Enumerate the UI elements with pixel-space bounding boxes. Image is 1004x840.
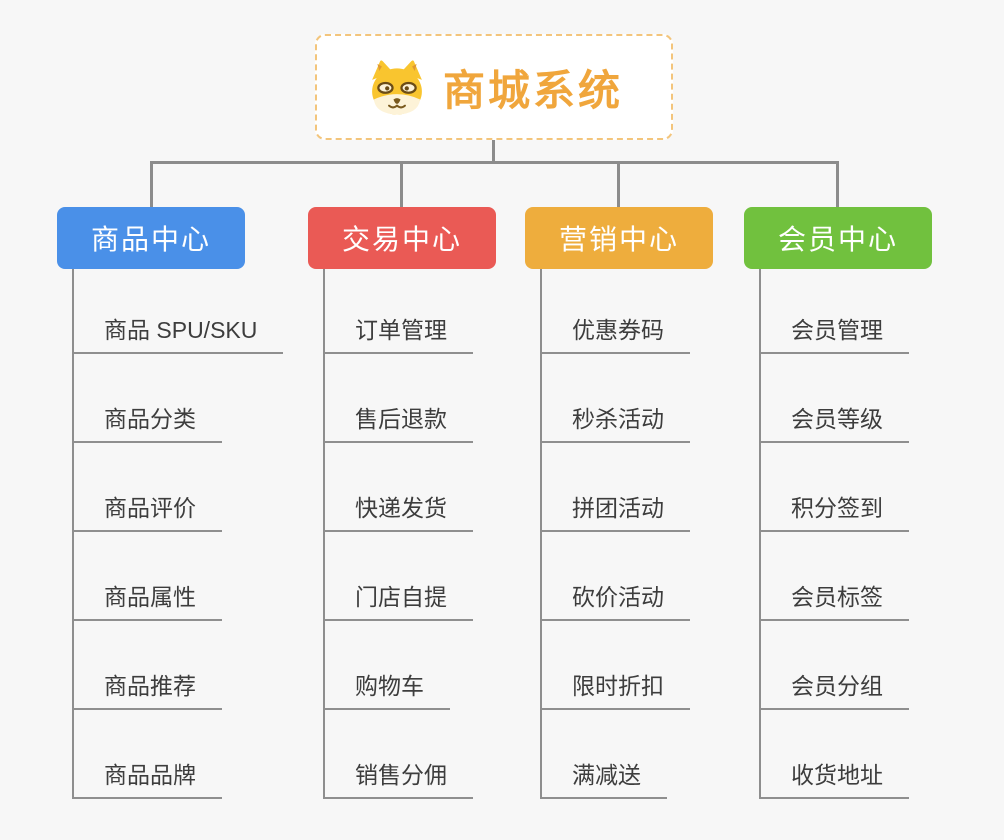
leaf-label[interactable]: 积分签到 [759,492,909,532]
leaf-label[interactable]: 商品品牌 [72,759,222,799]
leaf-item: 优惠券码 [540,314,765,354]
leaf-label[interactable]: 限时折扣 [540,670,690,710]
leaf-label[interactable]: 售后退款 [323,403,473,443]
branch-label: 营销中心 [558,224,679,255]
leaf-label[interactable]: 砍价活动 [540,581,690,621]
branch-trade-leaves: 订单管理 售后退款 快递发货 门店自提 购物车 销售分佣 [323,314,548,799]
branch-label: 商品中心 [90,224,211,255]
leaf-item: 商品评价 [72,492,297,532]
root-title: 商城系统 [442,66,623,114]
connector-drop-marketing [617,161,620,207]
leaf-label[interactable]: 会员分组 [759,670,909,710]
leaf-item: 销售分佣 [323,759,548,799]
leaf-label[interactable]: 订单管理 [323,314,473,354]
leaf-label[interactable]: 商品评价 [72,492,222,532]
branch-label: 交易中心 [341,224,462,255]
leaf-item: 积分签到 [759,492,984,532]
leaf-label[interactable]: 会员标签 [759,581,909,621]
branch-marketing-leaves: 优惠券码 秒杀活动 拼团活动 砍价活动 限时折扣 满减送 [540,314,765,799]
leaf-label[interactable]: 满减送 [540,759,667,799]
leaf-item: 秒杀活动 [540,403,765,443]
root-node[interactable]: 商城系统 [315,34,673,140]
leaf-label[interactable]: 会员管理 [759,314,909,354]
leaf-item: 会员标签 [759,581,984,621]
connector-drop-trade [400,161,403,207]
branch-member-leaves: 会员管理 会员等级 积分签到 会员标签 会员分组 收货地址 [759,314,984,799]
branch-trade: 交易中心 订单管理 售后退款 快递发货 门店自提 购物车 销售分佣 [308,207,548,799]
leaf-item: 门店自提 [323,581,548,621]
leaf-item: 商品属性 [72,581,297,621]
leaf-label[interactable]: 优惠券码 [540,314,690,354]
leaf-label[interactable]: 商品推荐 [72,670,222,710]
branch-box-product[interactable]: 商品中心 [57,207,245,269]
leaf-item: 砍价活动 [540,581,765,621]
leaf-label[interactable]: 商品属性 [72,581,222,621]
branch-product: 商品中心 商品 SPU/SKU 商品分类 商品评价 商品属性 商品推荐 商品品牌 [57,207,297,799]
leaf-label[interactable]: 购物车 [323,670,450,710]
branch-box-trade[interactable]: 交易中心 [308,207,496,269]
leaf-label[interactable]: 商品 SPU/SKU [72,314,284,354]
branch-member: 会员中心 会员管理 会员等级 积分签到 会员标签 会员分组 收货地址 [744,207,984,799]
leaf-item: 商品推荐 [72,670,297,710]
branch-marketing: 营销中心 优惠券码 秒杀活动 拼团活动 砍价活动 限时折扣 满减送 [525,207,765,799]
leaf-item: 商品 SPU/SKU [72,314,297,354]
leaf-item: 会员分组 [759,670,984,710]
leaf-label[interactable]: 商品分类 [72,403,222,443]
branch-product-leaves: 商品 SPU/SKU 商品分类 商品评价 商品属性 商品推荐 商品品牌 [72,314,297,799]
leaf-label[interactable]: 会员等级 [759,403,909,443]
connector-drop-member [836,161,839,207]
leaf-label[interactable]: 销售分佣 [323,759,473,799]
leaf-label[interactable]: 秒杀活动 [540,403,690,443]
leaf-label[interactable]: 收货地址 [759,759,909,799]
leaf-item: 拼团活动 [540,492,765,532]
leaf-item: 商品品牌 [72,759,297,799]
branch-trade-vline [323,269,325,799]
leaf-label[interactable]: 拼团活动 [540,492,690,532]
leaf-item: 会员等级 [759,403,984,443]
branch-label: 会员中心 [777,224,898,255]
branch-box-marketing[interactable]: 营销中心 [525,207,713,269]
leaf-item: 会员管理 [759,314,984,354]
leaf-item: 售后退款 [323,403,548,443]
leaf-item: 购物车 [323,670,548,710]
connector-drop-product [150,161,153,207]
branch-member-vline [759,269,761,799]
leaf-item: 快递发货 [323,492,548,532]
leaf-item: 收货地址 [759,759,984,799]
leaf-label[interactable]: 快递发货 [323,492,473,532]
leaf-item: 限时折扣 [540,670,765,710]
connector-horizontal [150,161,839,164]
leaf-item: 满减送 [540,759,765,799]
dog-face-icon [372,60,422,115]
branch-marketing-vline [540,269,542,799]
leaf-item: 商品分类 [72,403,297,443]
branch-product-vline [72,269,74,799]
leaf-label[interactable]: 门店自提 [323,581,473,621]
connector-root-drop [492,140,495,163]
leaf-item: 订单管理 [323,314,548,354]
branch-box-member[interactable]: 会员中心 [744,207,932,269]
